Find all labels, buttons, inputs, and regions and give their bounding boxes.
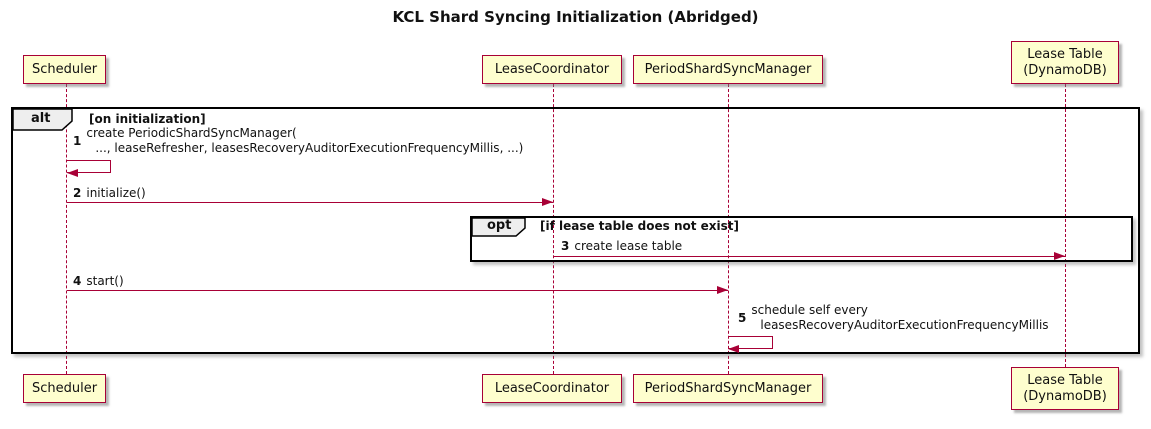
participant-period-shard-sync-manager-bottom: PeriodShardSyncManager: [633, 374, 823, 403]
opt-operator-label: opt: [487, 218, 512, 233]
message-1-label: 1 create PeriodicShardSyncManager( ..., …: [73, 126, 523, 156]
message-2-label: 2 initialize(): [73, 186, 146, 201]
participant-label-line1: Lease Table: [1027, 46, 1103, 62]
message-2-number: 2: [73, 186, 82, 200]
message-2-text: initialize(): [86, 186, 146, 200]
opt-operator-tab: [472, 218, 526, 237]
participant-scheduler-bottom: Scheduler: [23, 374, 106, 403]
lifeline-lease-table: [1065, 84, 1066, 367]
message-2-arrow: [67, 202, 553, 203]
message-4-arrowhead: [717, 286, 728, 294]
participant-label-line2: (DynamoDB): [1023, 62, 1107, 78]
alt-condition-label: [on initialization]: [89, 112, 206, 126]
participant-label: Scheduler: [31, 61, 98, 77]
participant-lease-table-top: Lease Table (DynamoDB): [1011, 41, 1119, 84]
message-3-label: 3 create lease table: [561, 239, 682, 254]
message-5-self-arrow: [728, 336, 773, 349]
message-4-text: start(): [86, 274, 124, 288]
message-5-arrowhead: [728, 345, 739, 353]
participant-lease-table-bottom: Lease Table (DynamoDB): [1011, 367, 1119, 410]
participant-scheduler-top: Scheduler: [23, 55, 106, 84]
participant-label-line1: Lease Table: [1027, 372, 1103, 388]
participant-label-line2: (DynamoDB): [1023, 388, 1107, 404]
message-5-text-line1: schedule self every: [751, 303, 868, 317]
participant-label: PeriodShardSyncManager: [644, 61, 812, 77]
opt-frame: [470, 216, 1133, 262]
participant-label: Scheduler: [31, 380, 98, 396]
message-3-number: 3: [561, 239, 570, 253]
participant-period-shard-sync-manager-top: PeriodShardSyncManager: [633, 55, 823, 84]
diagram-title: KCL Shard Syncing Initialization (Abridg…: [392, 8, 759, 26]
message-2-arrowhead: [542, 198, 553, 206]
opt-condition-label: [if lease table does not exist]: [540, 219, 740, 233]
message-4-label: 4 start(): [73, 274, 124, 289]
lifeline-lease-coordinator: [553, 84, 554, 374]
message-5-label: 5 schedule self every leasesRecoveryAudi…: [738, 303, 1049, 333]
alt-operator-tab: [13, 109, 73, 131]
lifeline-scheduler: [66, 84, 67, 374]
message-1-text-line1: create PeriodicShardSyncManager(: [86, 126, 297, 140]
message-5-text-line2: leasesRecoveryAuditorExecutionFrequencyM…: [760, 318, 1049, 332]
message-4-number: 4: [73, 274, 82, 288]
alt-frame: [11, 107, 1140, 354]
participant-lease-coordinator-top: LeaseCoordinator: [482, 55, 622, 84]
message-3-text: create lease table: [574, 239, 683, 253]
message-4-arrow: [67, 290, 728, 291]
message-1-self-arrow: [67, 160, 111, 173]
participant-lease-coordinator-bottom: LeaseCoordinator: [482, 374, 622, 403]
message-5-number: 5: [738, 310, 747, 325]
participant-label: LeaseCoordinator: [494, 380, 610, 396]
message-1-number: 1: [73, 133, 82, 148]
message-3-arrowhead: [1054, 252, 1065, 260]
message-1-text-line2: ..., leaseRefresher, leasesRecoveryAudit…: [95, 141, 524, 155]
message-1-arrowhead: [67, 169, 78, 177]
participant-label: LeaseCoordinator: [494, 61, 610, 77]
alt-operator-label: alt: [31, 111, 51, 126]
lifeline-period-shard-sync-manager: [728, 84, 729, 374]
message-3-arrow: [553, 256, 1065, 257]
participant-label: PeriodShardSyncManager: [644, 380, 812, 396]
